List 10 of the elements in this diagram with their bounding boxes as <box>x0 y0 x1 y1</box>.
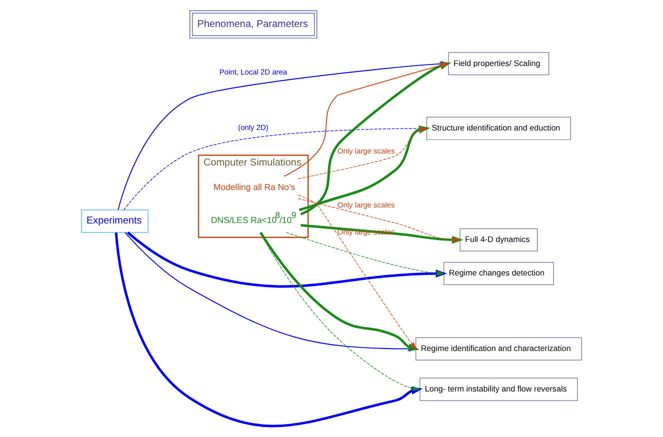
node-box: Phenomena, Parameters <box>190 10 318 38</box>
arrow <box>284 62 449 177</box>
arrow <box>260 232 420 392</box>
arrow <box>298 198 460 242</box>
arrow <box>286 232 444 276</box>
node-text: Modelling all Ra No’s <box>214 182 296 192</box>
node-box: Experiments <box>81 210 148 233</box>
arrow <box>300 224 464 244</box>
arrow <box>298 194 416 350</box>
arrow <box>126 232 448 288</box>
